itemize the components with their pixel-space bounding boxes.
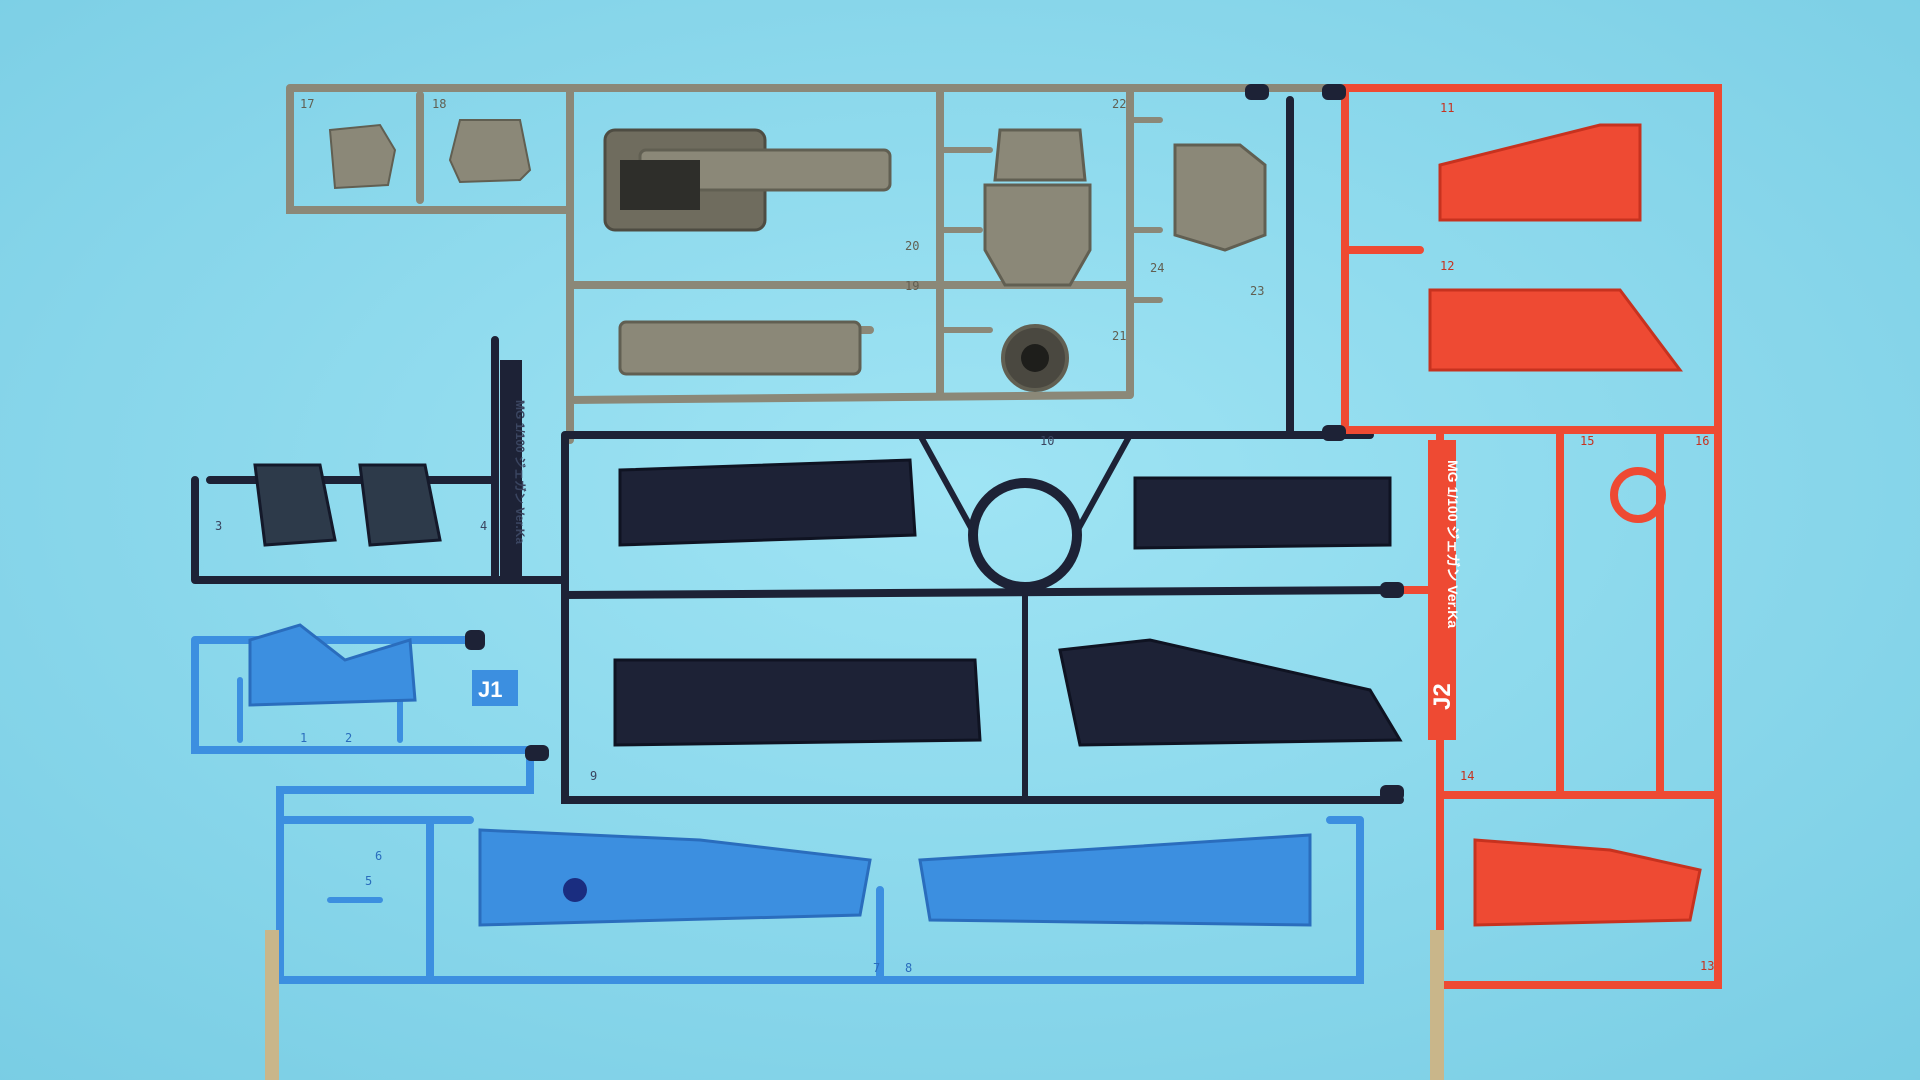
blue-part-hull-right bbox=[918, 833, 1312, 927]
red-part-top bbox=[1438, 123, 1642, 222]
gray-part-torso bbox=[983, 183, 1092, 287]
red-part-mid bbox=[1428, 288, 1683, 372]
clip-right bbox=[1430, 930, 1444, 1080]
runner-number-blue-2: 2 bbox=[345, 731, 352, 745]
runner-number-gray-20: 20 bbox=[905, 239, 919, 253]
red-tag-j2: J2 bbox=[1429, 683, 1456, 710]
runner-number-blue-6: 6 bbox=[375, 849, 382, 863]
runner-number-gray-23: 23 bbox=[1250, 284, 1264, 298]
runner-number-navy-3: 3 bbox=[215, 519, 222, 533]
navy-runner-text: MG 1/100 ジェガン Ver.Ka bbox=[513, 400, 528, 544]
gray-runner bbox=[286, 84, 1394, 444]
runner-number-gray-22: 22 bbox=[1112, 97, 1126, 111]
red-parts: MG 1/100 ジェガン Ver.Ka J2 bbox=[1428, 123, 1702, 927]
blue-part-upper bbox=[248, 623, 417, 707]
runner-number-gray-21: 21 bbox=[1112, 329, 1126, 343]
gray-part-hatch bbox=[993, 128, 1087, 182]
runner-number-red-12: 12 bbox=[1440, 259, 1454, 273]
red-runner-label-bar bbox=[1428, 440, 1456, 740]
blue-parts: J1 bbox=[248, 623, 1312, 927]
navy-runner bbox=[191, 96, 1404, 804]
gray-part-18 bbox=[448, 119, 532, 184]
runner-number-navy-10: 10 bbox=[1040, 434, 1054, 448]
navy-part-block-left bbox=[253, 463, 337, 547]
red-runner-text: MG 1/100 ジェガン Ver.Ka bbox=[1445, 460, 1461, 628]
blue-runner bbox=[191, 636, 1364, 984]
runner-number-navy-4: 4 bbox=[480, 519, 487, 533]
red-part-bottom bbox=[1473, 838, 1702, 927]
runner-number-blue-1: 1 bbox=[300, 731, 307, 745]
runner-number-gray-19: 19 bbox=[905, 279, 919, 293]
navy-part-wing bbox=[1058, 638, 1403, 747]
clip-left bbox=[265, 930, 279, 1080]
runner-number-blue-8: 8 bbox=[905, 961, 912, 975]
navy-part-panel-top-right bbox=[1133, 476, 1392, 550]
runner-number-gray-24: 24 bbox=[1150, 261, 1164, 275]
runner-number-red-15: 15 bbox=[1580, 434, 1594, 448]
runner-number-blue-5: 5 bbox=[365, 874, 372, 888]
node-row bbox=[465, 84, 1404, 801]
runner-number-gray-17: 17 bbox=[300, 97, 314, 111]
runner-number-navy-9: 9 bbox=[590, 769, 597, 783]
runner-number-red-14: 14 bbox=[1460, 769, 1474, 783]
gray-part-grid bbox=[618, 320, 862, 376]
navy-part-block-right bbox=[358, 463, 442, 547]
blue-tag-j1 bbox=[472, 670, 518, 706]
gray-part-17 bbox=[328, 123, 397, 190]
navy-part-panel-bottom-left bbox=[613, 658, 982, 747]
red-part-ring bbox=[1610, 467, 1666, 523]
runner-number-red-11: 11 bbox=[1440, 101, 1454, 115]
red-runner bbox=[1341, 84, 1722, 989]
navy-runner-label-bar bbox=[500, 360, 522, 580]
gray-part-ribs bbox=[1173, 143, 1267, 252]
runner-number-gray-18: 18 bbox=[432, 97, 446, 111]
blue-tag-j1-text: J1 bbox=[478, 677, 502, 702]
runner-number-red-16: 16 bbox=[1695, 434, 1709, 448]
metal-clips bbox=[265, 930, 1444, 1080]
navy-parts: MG 1/100 ジェガン Ver.Ka bbox=[253, 360, 1403, 747]
runner-number-red-13: 13 bbox=[1700, 959, 1714, 973]
runner-number-blue-7: 7 bbox=[873, 961, 880, 975]
gray-parts bbox=[328, 119, 1267, 392]
navy-part-panel-top-left bbox=[618, 458, 917, 547]
